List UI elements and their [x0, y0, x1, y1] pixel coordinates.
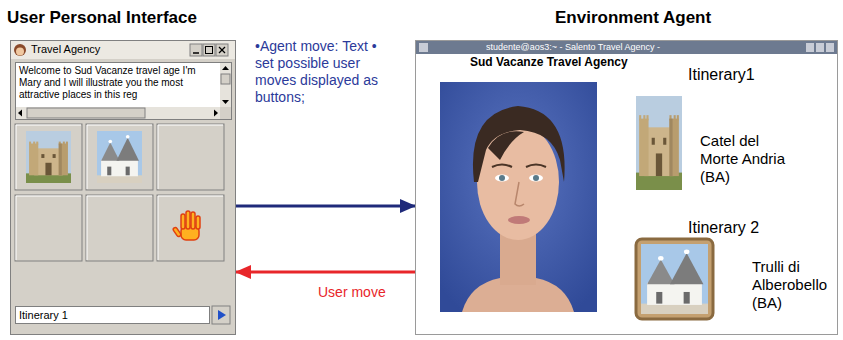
input-field: Itinerary 1: [15, 306, 210, 324]
message-text: Welcome to Sud Vacanze travel age I'm Ma…: [19, 65, 217, 101]
flow-arrow: [236, 271, 415, 274]
window-heading: User Personal Interface: [7, 8, 197, 28]
arrow-label: •Agent move: Text • set possible user mo…: [255, 38, 397, 106]
itinerary-label: Itinerary 2: [688, 219, 759, 237]
flow-arrow: [236, 205, 415, 208]
window-title: Travel Agency: [31, 43, 100, 55]
place-name: Trulli di Alberobello (BA): [752, 258, 836, 312]
text-area: Welcome to Sud Vacanze travel age I'm Ma…: [15, 62, 232, 120]
place-name: Catel del Morte Andria (BA): [700, 132, 792, 186]
arrow-label: User move: [318, 284, 386, 301]
window-title: studente@aos3:~ - Salento Travel Agency …: [486, 41, 660, 53]
itinerary-label: Itinerary1: [688, 66, 755, 84]
agency-name: Sud Vacanze Travel Agency: [470, 55, 628, 69]
app-window: User Personal InterfaceTravel AgencyWelc…: [10, 40, 236, 335]
window-heading: Environment Agent: [555, 8, 711, 28]
input-text: Itinerary 1: [19, 308, 68, 322]
